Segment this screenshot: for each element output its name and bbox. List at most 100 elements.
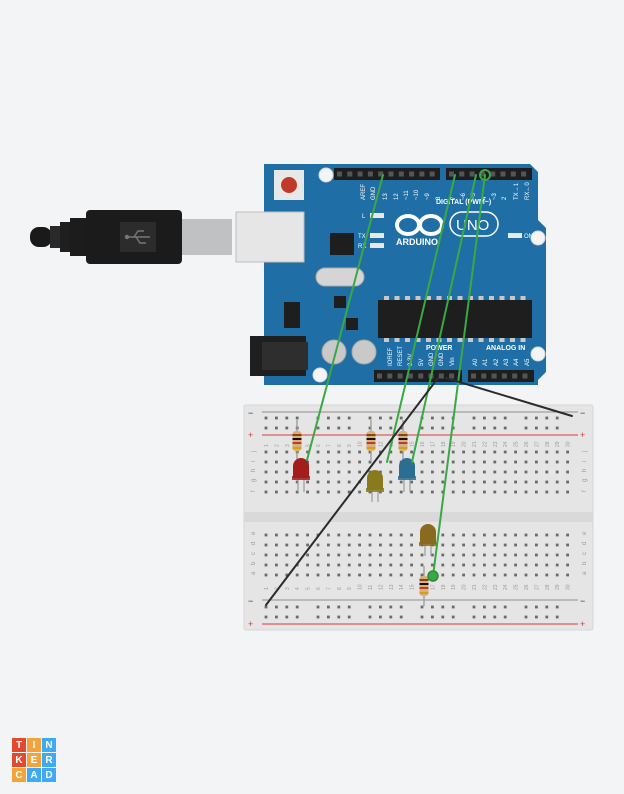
resistor[interactable] (419, 566, 429, 606)
bb-col-label: 9 (347, 587, 353, 590)
bb-col-label: 1 (264, 587, 270, 590)
bb-col-label: 18 (441, 584, 447, 590)
breadboard[interactable]: − + − + − + − + 112233445566778899101011… (243, 404, 594, 631)
bb-col-label: 1 (264, 444, 270, 447)
wire-endpoint-pin2[interactable] (479, 169, 491, 181)
analog-pin-label: A3 (504, 358, 510, 366)
rail-plus-bottom-left: + (248, 619, 253, 629)
bb-col-label: 28 (545, 441, 551, 447)
rail-minus-top-left: − (248, 408, 253, 418)
bb-col-label: 17 (430, 584, 436, 590)
bb-col-label: 8 (337, 587, 343, 590)
bb-row-label: a (251, 571, 257, 575)
bb-col-label: 4 (295, 587, 301, 590)
bb-col-label: 5 (306, 587, 312, 590)
arduino-uno-board[interactable]: L TX RX ON ARDUINO UNO DIGITAL (PWM~) PO… (235, 164, 546, 385)
led-rx-label: RX (358, 244, 366, 250)
led-l-label: L (362, 214, 366, 220)
bb-row-label: d (582, 542, 588, 545)
bb-col-label: 25 (514, 584, 520, 590)
pin-label: 13 (383, 193, 389, 200)
pin-label: ~3 (492, 192, 498, 200)
bb-row-label: e (251, 531, 257, 535)
logo-letter: K (12, 753, 26, 767)
bb-row-label: g (251, 479, 257, 482)
analog-pin-label: A0 (473, 358, 479, 366)
analog-header[interactable] (468, 370, 534, 382)
bb-row-label: c (251, 552, 257, 555)
rail-minus-top-right: − (580, 408, 585, 418)
bb-col-label: 6 (316, 444, 322, 447)
bb-row-label: f (582, 490, 588, 492)
rail-plus-bottom-right: + (580, 619, 585, 629)
wire-gnd-rail[interactable] (445, 377, 573, 417)
bb-col-label: 8 (337, 444, 343, 447)
logo-letter: A (27, 768, 41, 782)
rail-minus-bottom-right: − (580, 596, 585, 606)
logo-letter: N (42, 738, 56, 752)
power-pin-label: IOREF (388, 347, 394, 366)
board-brand: ARDUINO (396, 237, 438, 247)
logo-letter: E (27, 753, 41, 767)
wire-pin7-yellow-led[interactable] (386, 174, 456, 463)
bb-row-label: a (582, 571, 588, 575)
pin-label: ~10 (414, 189, 420, 200)
power-pin-label: GND (439, 352, 445, 366)
wire-pin2-amber-led[interactable] (432, 174, 486, 577)
yellow-led[interactable] (366, 470, 384, 502)
power-header[interactable] (374, 370, 462, 382)
pin-label: 8 (436, 196, 442, 200)
bb-row-label: b (251, 561, 257, 565)
bb-col-label: 27 (534, 441, 540, 447)
rail-plus-top-left: + (248, 430, 253, 440)
rail-plus-top-right: + (580, 430, 585, 440)
bb-row-label: d (251, 542, 257, 545)
pin-label: 12 (394, 193, 400, 200)
bb-col-label: 6 (316, 587, 322, 590)
bb-col-label: 21 (472, 441, 478, 447)
bb-col-label: 28 (545, 584, 551, 590)
bb-col-label: 7 (326, 587, 332, 590)
bb-col-label: 15 (410, 441, 416, 447)
wire-gnd-bottom[interactable] (265, 377, 439, 606)
blue-led[interactable] (398, 458, 416, 492)
digital-header[interactable] (334, 168, 532, 180)
wire-pin13-red-led[interactable] (306, 174, 384, 461)
atmega-chip (378, 296, 532, 342)
resistor[interactable] (398, 420, 408, 462)
bb-col-label: 16 (420, 441, 426, 447)
board-model: UNO (456, 217, 489, 234)
reset-button[interactable] (274, 170, 304, 200)
pin-label: ~9 (425, 192, 431, 200)
amber-led[interactable] (419, 524, 437, 556)
resistor[interactable] (292, 420, 302, 462)
bb-col-label: 18 (441, 441, 447, 447)
bb-col-label: 12 (378, 441, 384, 447)
logo-letter: D (42, 768, 56, 782)
wire-endpoint-amber[interactable] (427, 570, 439, 582)
wire-pin4-blue-led[interactable] (411, 174, 477, 463)
power-pin-label: GND (429, 352, 435, 366)
resistor[interactable] (366, 420, 376, 462)
pin-label: 4 (482, 196, 488, 200)
bb-row-label: i (582, 461, 588, 462)
red-led[interactable] (292, 458, 310, 492)
logo-letter: R (42, 753, 56, 767)
arduino-infinity-logo (395, 214, 444, 236)
bb-col-label: 2 (274, 444, 280, 447)
led-on-label: ON (524, 234, 533, 240)
pin-label: 2 (502, 196, 508, 200)
bb-col-label: 24 (503, 441, 509, 447)
power-label: POWER (426, 345, 452, 352)
bb-col-label: 27 (534, 584, 540, 590)
wires[interactable] (265, 169, 573, 606)
pin-label: ~5 (471, 192, 477, 200)
analog-pin-label: A5 (525, 358, 531, 366)
bb-col-label: 24 (503, 584, 509, 590)
bb-col-label: 22 (482, 584, 488, 590)
bb-row-label: c (582, 552, 588, 555)
bb-row-label: b (582, 561, 588, 565)
bb-col-label: 7 (326, 444, 332, 447)
bb-row-label: g (582, 479, 588, 482)
